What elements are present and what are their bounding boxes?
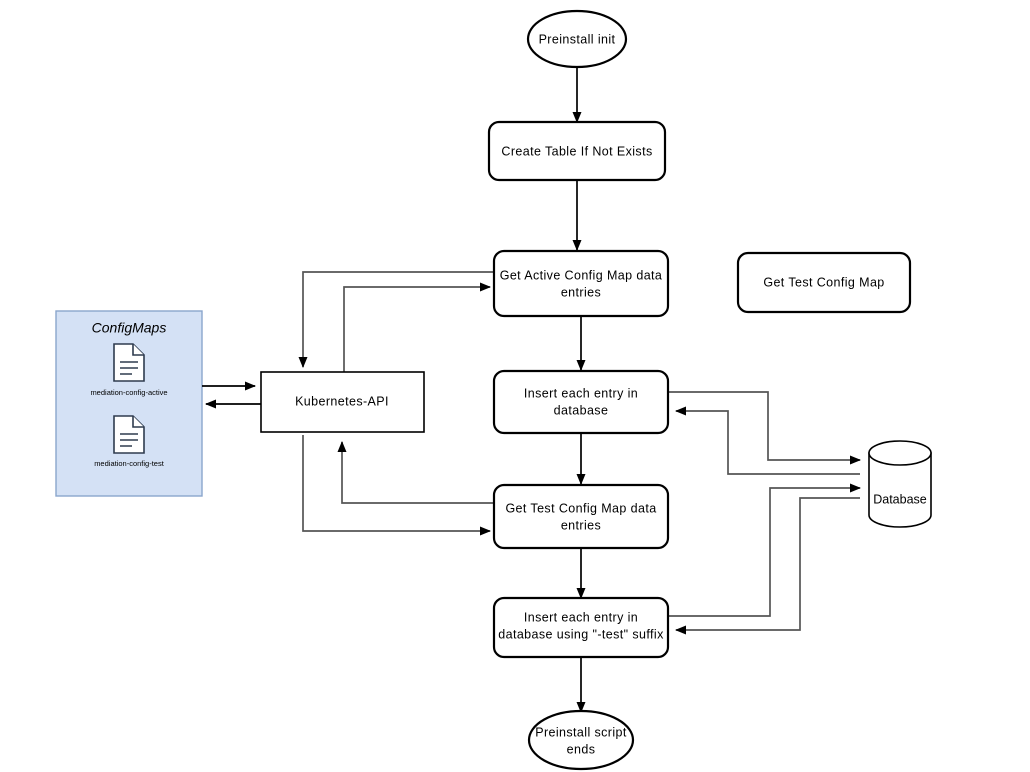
document-icon: [113, 343, 145, 382]
node-insert-active-entries[interactable]: Insert each entry in database: [492, 369, 670, 435]
node-insert-active-label-line1: Insert each entry in: [524, 386, 638, 400]
node-end-label-line2: ends: [567, 742, 596, 756]
node-database-label: Database: [873, 492, 927, 506]
configmap-item-label-active: mediation-config-active: [90, 388, 167, 397]
node-end[interactable]: Preinstall script ends: [527, 709, 635, 771]
configmaps-title: ConfigMaps: [92, 320, 167, 336]
node-get-active-label-line1: Get Active Config Map data: [500, 268, 663, 282]
edge-get-active-to-k8s: [298, 271, 494, 368]
node-kubernetes-api-label: Kubernetes-API: [295, 394, 389, 408]
node-kubernetes-api[interactable]: Kubernetes-API: [260, 371, 425, 433]
node-insert-active-label-line2: database: [554, 403, 609, 417]
node-insert-test-entries[interactable]: Insert each entry in database using "-te…: [492, 596, 670, 659]
edge-insert-test-to-database: [668, 483, 861, 617]
configmaps-group: ConfigMaps mediation-config-active media…: [55, 310, 203, 497]
node-get-active-config-map[interactable]: Get Active Config Map data entries: [492, 249, 670, 318]
node-start-label: Preinstall init: [539, 32, 616, 46]
configmap-item-label-test: mediation-config-test: [94, 459, 165, 468]
node-create-table-label: Create Table If Not Exists: [501, 144, 652, 158]
configmaps-panel: [55, 310, 203, 497]
edge-k8s-to-get-test: [302, 435, 491, 536]
edge-k8s-to-get-active: [343, 282, 491, 372]
edge-database-to-insert-test: [675, 497, 860, 635]
node-get-test-config-map-entries[interactable]: Get Test Config Map data entries: [492, 483, 670, 550]
node-get-test-label-line1: Get Test Config Map data: [505, 501, 656, 515]
node-get-test-label-line2: entries: [561, 518, 601, 532]
edge-get-test-to-k8s: [337, 441, 494, 504]
document-icon: [113, 415, 145, 454]
edge-insert-active-to-database: [668, 391, 861, 465]
node-insert-test-label-line1: Insert each entry in: [524, 610, 638, 624]
node-get-test-config-map-label: Get Test Config Map: [763, 275, 884, 289]
node-get-test-config-map-standalone[interactable]: Get Test Config Map: [736, 251, 912, 314]
node-database[interactable]: Database: [868, 440, 932, 528]
edge-database-to-insert-active: [675, 406, 860, 475]
node-start[interactable]: Preinstall init: [526, 9, 628, 69]
node-get-active-label-line2: entries: [561, 285, 601, 299]
node-create-table[interactable]: Create Table If Not Exists: [487, 120, 667, 182]
node-insert-test-label-line2: database using "-test" suffix: [498, 627, 664, 641]
node-end-label-line1: Preinstall script: [535, 725, 627, 739]
